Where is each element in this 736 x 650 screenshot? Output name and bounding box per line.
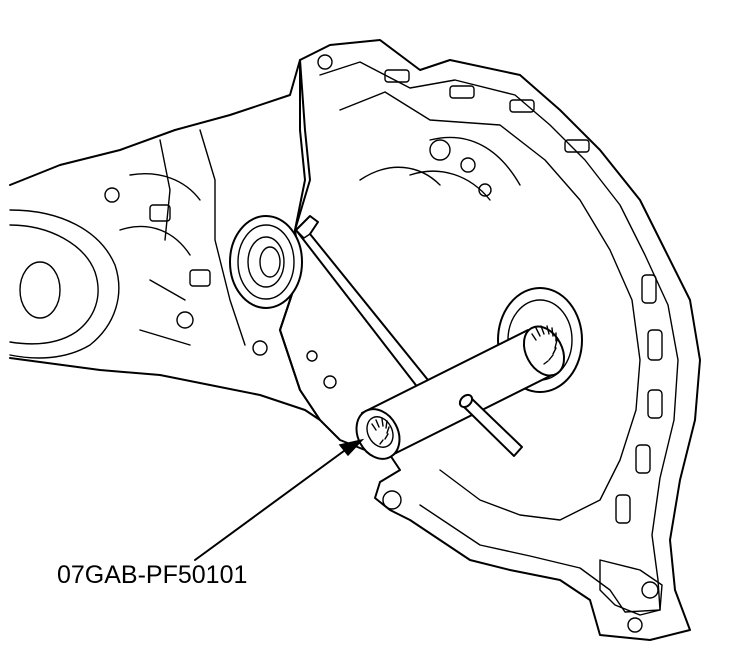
housing-pad: [564, 139, 590, 153]
bolt-hole: [478, 183, 492, 197]
bolt-hole: [104, 187, 120, 203]
housing-pad: [635, 444, 651, 474]
seal-middle-ring: [237, 224, 295, 300]
bolt-hole: [323, 375, 337, 389]
housing-pad: [615, 494, 631, 524]
tool-bore-splines: [371, 418, 390, 445]
seal-outer-ring: [229, 215, 303, 309]
oil-seal: [229, 215, 303, 309]
diff-outline: [9, 59, 321, 421]
tool-spline-teeth: [531, 325, 558, 365]
diff-rib: [119, 173, 201, 346]
transmission-housing: [279, 39, 701, 641]
differential-housing: [9, 59, 321, 421]
seal-inner-ring: [247, 236, 285, 288]
tool-hook-rod: [295, 215, 433, 394]
bolt-hole: [429, 139, 451, 161]
housing-pad: [641, 274, 657, 304]
bolt-hole: [382, 490, 402, 510]
diff-contour: [9, 209, 120, 359]
leader-line: [194, 447, 349, 561]
seal-bore: [259, 246, 281, 278]
housing-lug: [599, 559, 663, 616]
diff-pad: [189, 269, 211, 287]
bolt-hole: [317, 54, 333, 70]
housing-rib: [359, 136, 521, 201]
housing-cavity: [339, 91, 641, 521]
diff-boss: [19, 261, 61, 319]
diff-rib: [159, 129, 246, 346]
housing-pad: [647, 389, 663, 419]
tool-hook-end: [295, 229, 311, 239]
housing-pad: [647, 329, 663, 361]
bolt-hole: [627, 617, 643, 633]
tool-open-bore: [366, 416, 394, 448]
bolt-hole: [176, 311, 194, 329]
part-number-label: 07GAB-PF50101: [57, 561, 247, 589]
housing-pad: [384, 69, 410, 83]
special-tool: [295, 215, 566, 460]
housing-flange: [319, 61, 679, 613]
diff-contour: [9, 224, 99, 345]
tool-open-end: [355, 408, 401, 460]
housing-pad: [509, 99, 535, 113]
housing-pad: [449, 85, 475, 99]
tool-spline-end: [522, 325, 566, 377]
bolt-hole: [306, 350, 318, 362]
bolt-hole: [460, 157, 476, 173]
callout: 07GAB-PF50101: [57, 438, 365, 589]
bolt-hole: [641, 581, 659, 599]
bolt-hole: [252, 340, 268, 356]
leader-arrowhead: [338, 438, 365, 457]
diff-pad: [149, 204, 171, 222]
tool-pin-end: [458, 393, 474, 409]
